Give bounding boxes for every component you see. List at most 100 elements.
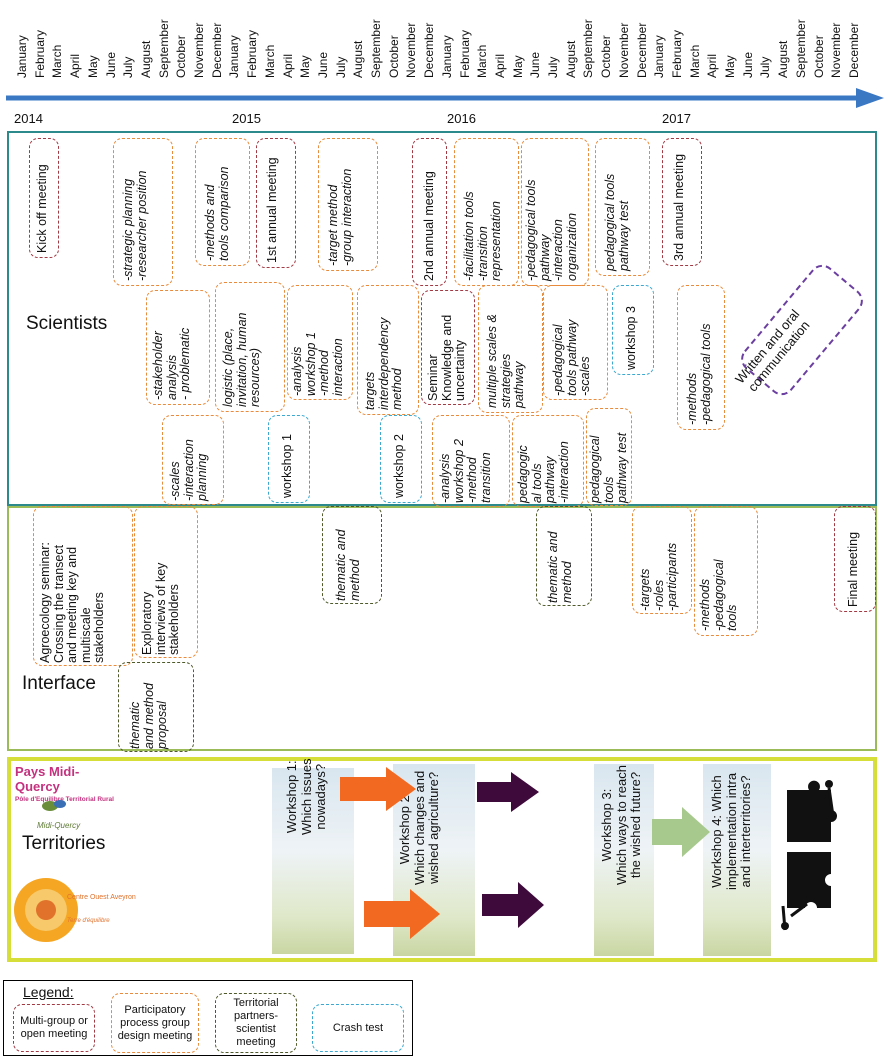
workshop1-text: workshop 1	[280, 434, 294, 498]
month-label: July	[546, 56, 560, 78]
targets-roles-text: -targets -roles -participants	[638, 542, 679, 611]
legend-participatory: Participatory process group design meeti…	[111, 993, 199, 1053]
month-label: June	[740, 51, 755, 78]
pathway-test-box: pedagogical tools pathway test	[595, 138, 650, 276]
scientists-band	[7, 131, 877, 506]
month-label: April	[705, 53, 720, 78]
agroecology-seminar-text: Agroecology seminar: Crossing the transe…	[38, 542, 106, 663]
month-label: October	[174, 35, 189, 78]
orange-arrow-bottom	[364, 889, 440, 939]
legend-territorial: Territorial partners-scientist meeting	[215, 993, 297, 1053]
multiple-scales-box: multiple scales & strategies pathway	[478, 285, 543, 413]
methods-comparison-text: -methods and tools comparison	[203, 166, 231, 262]
purple-arrow-top	[477, 772, 539, 812]
stakeholder-analysis-box: -stakeholder analysis - problematic	[146, 290, 210, 405]
interface-label: Interface	[22, 673, 96, 694]
month-label: December	[209, 22, 224, 78]
methods-comparison-box: -methods and tools comparison	[195, 138, 250, 266]
pathway-test-text: pedagogical tools pathway test	[603, 173, 631, 271]
month-label: August	[138, 40, 153, 78]
first-annual-meeting-text: 1st annual meeting	[265, 157, 279, 263]
facilitation-tools-box: -facilitation tools -transition represen…	[454, 138, 519, 286]
month-label: March	[50, 44, 65, 78]
kickoff-meeting-text: Kick off meeting	[35, 164, 49, 253]
month-label: May	[298, 55, 313, 78]
year-2015: 2015	[232, 111, 261, 126]
month-label: March	[687, 44, 702, 78]
analysis-workshop1-box: -analysis workshop 1 -method interaction	[287, 285, 353, 400]
month-label: January	[439, 35, 454, 78]
purple-arrow-bottom	[482, 882, 544, 928]
analysis-workshop2-text: -analysis workshop 2 -method transition	[438, 439, 493, 503]
facilitation-tools-text: -facilitation tools -transition represen…	[462, 191, 503, 281]
territories-band	[7, 757, 877, 962]
exploratory-interviews-text: Exploratory interviews of key stakeholde…	[140, 562, 181, 655]
month-label: April	[280, 53, 295, 78]
thematic-method-2-box: thematic and method	[536, 506, 592, 606]
month-label: October	[811, 35, 826, 78]
second-annual-meeting-text: 2nd annual meeting	[422, 171, 436, 281]
pedagogical-tools-pathway-box: -pedagogical tools pathway -interaction …	[521, 138, 589, 286]
analysis-workshop2-box: -analysis workshop 2 -method transition	[432, 415, 510, 507]
final-meeting-box: Final meeting	[834, 506, 876, 612]
month-label: November	[829, 22, 844, 78]
workshop1-box: workshop 1	[268, 415, 310, 503]
pedagogical-scales-text: -pedagogical tools pathway -scales	[551, 319, 592, 396]
month-label: January	[15, 35, 29, 78]
month-label: May	[723, 55, 737, 78]
third-annual-meeting-text: 3rd annual meeting	[672, 153, 686, 261]
month-label: November	[192, 22, 206, 78]
workshop3-text: workshop 3	[624, 306, 638, 370]
methods-pedagogical2-text: -methods -pedagogical tools	[698, 559, 739, 631]
strategic-planning-text: -strategic planning -researcher position	[121, 170, 149, 281]
workshop4-caption: Workshop 4: Which implementation intra a…	[709, 772, 753, 890]
targets-roles-box: -targets -roles -participants	[632, 506, 692, 614]
legend-crash-test: Crash test	[312, 1004, 404, 1052]
workshop1-caption: Workshop 1: Which issues nowadays?	[284, 758, 328, 835]
scales-planning-text: -scales -interaction planning	[168, 439, 209, 501]
workshop3-box: workshop 3	[612, 285, 654, 375]
month-label: May	[85, 55, 100, 78]
targets-interdependency-text: targets interdependency method	[363, 317, 404, 410]
target-method-box: -target method -group interaction	[318, 138, 378, 271]
month-label: November	[404, 22, 419, 78]
month-label: November	[616, 22, 631, 78]
month-label: February	[669, 29, 684, 78]
month-label: June	[528, 51, 543, 78]
scientists-label: Scientists	[26, 313, 108, 334]
strategic-planning-box: -strategic planning -researcher position	[113, 138, 173, 286]
logistic-text: logistic (place, invitation, human resou…	[221, 312, 262, 407]
month-label: February	[32, 29, 47, 78]
year-2017: 2017	[662, 111, 691, 126]
month-label: September	[581, 19, 596, 78]
month-label: September	[369, 19, 383, 78]
month-label: June	[315, 51, 330, 78]
month-label: September	[156, 19, 171, 78]
pedagogical-interaction-box: pedagogic al tools pathway -interaction	[512, 415, 584, 507]
workshop2-box: workshop 2	[380, 415, 422, 503]
month-label: October	[386, 35, 401, 78]
midi-quercy-leaf-icon	[42, 800, 66, 811]
legend: Legend: Multi-group or open meeting Part…	[3, 980, 413, 1056]
interface-band	[7, 506, 877, 751]
third-annual-meeting-box: 3rd annual meeting	[662, 138, 702, 266]
final-meeting-text: Final meeting	[846, 531, 860, 607]
logistic-box: logistic (place, invitation, human resou…	[215, 282, 285, 412]
thematic-method-1-text: thematic and method	[334, 529, 362, 601]
month-label: December	[846, 22, 861, 78]
month-label: August	[563, 40, 578, 78]
month-label: June	[103, 51, 118, 78]
workshop2-text: workshop 2	[392, 434, 406, 498]
pathway-test2-text: pedagogical tools pathway test	[588, 432, 629, 503]
green-arrow	[652, 807, 710, 857]
methods-pedagogical-text: -methods -pedagogical tools	[685, 323, 713, 425]
month-label: December	[422, 22, 437, 78]
month-label: October	[599, 35, 614, 78]
thematic-method-2-text: thematic and method	[546, 531, 574, 603]
legend-multi-group: Multi-group or open meeting	[13, 1004, 95, 1052]
month-label: March	[262, 44, 277, 78]
month-label: April	[68, 53, 83, 78]
scales-planning-box: -scales -interaction planning	[162, 415, 224, 505]
month-label: April	[492, 53, 507, 78]
seminar-text: Seminar Knowledge and uncertainty	[426, 314, 467, 401]
